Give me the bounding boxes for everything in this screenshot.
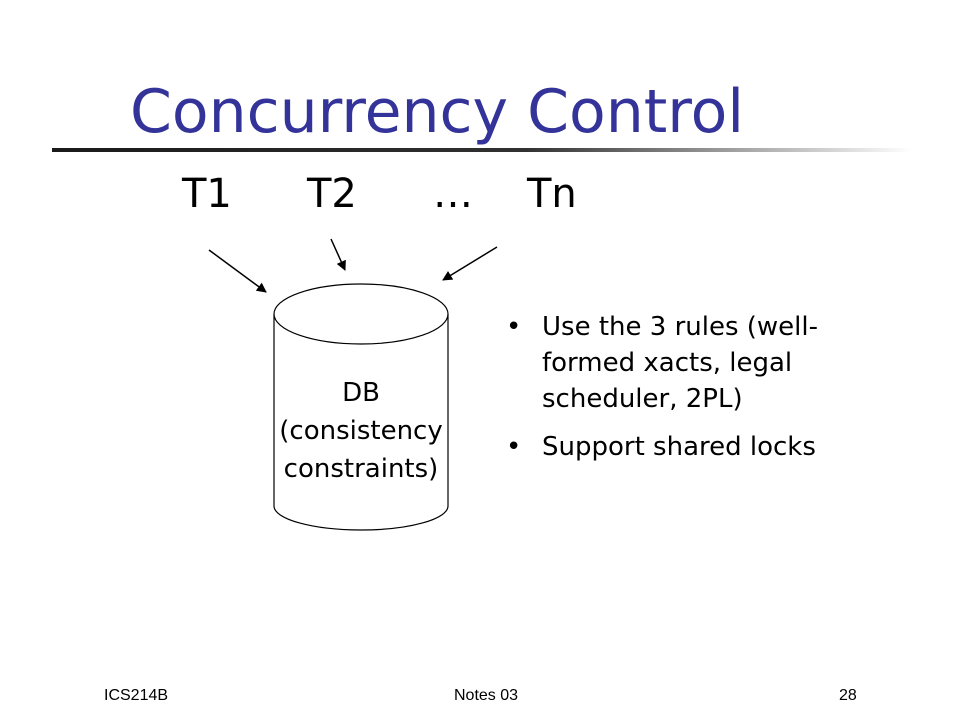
transaction-ellipsis: … <box>433 171 473 217</box>
footer-notes: Notes 03 <box>454 687 519 704</box>
db-label-line2: (consistency <box>279 416 443 446</box>
db-label-line1: DB <box>342 378 380 408</box>
transaction-label-t1: T1 <box>182 171 232 217</box>
footer-course: ICS214B <box>104 687 169 704</box>
arrow-t1-to-db <box>208 249 267 293</box>
slide-title: Concurrency Control <box>130 77 745 147</box>
bullet-item: • Use the 3 rules (well-formed xacts, le… <box>506 309 856 417</box>
bullet-text: Support shared locks <box>542 432 816 462</box>
transaction-label-tn: Tn <box>527 171 577 217</box>
arrow-tn-to-db <box>442 246 498 281</box>
transaction-label-t2: T2 <box>307 171 357 217</box>
database-cylinder <box>273 283 449 531</box>
bullet-item: • Support shared locks <box>506 429 856 465</box>
bullet-list: • Use the 3 rules (well-formed xacts, le… <box>506 309 856 477</box>
bullet-dot: • <box>506 312 522 342</box>
arrow-t2-to-db <box>330 238 346 271</box>
db-label-line3: constraints) <box>283 454 439 484</box>
footer-page-number: 28 <box>839 687 857 704</box>
bullet-dot: • <box>506 432 522 462</box>
bullet-text: Use the 3 rules (well-formed xacts, lega… <box>542 312 819 414</box>
